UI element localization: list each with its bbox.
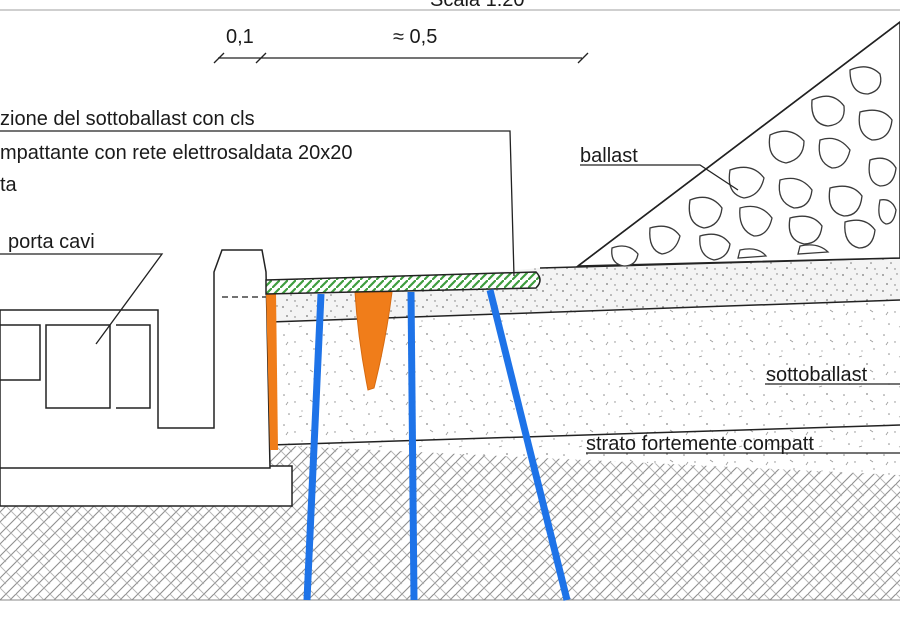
label-treatment-2: mpattante con rete elettrosaldata 20x20 xyxy=(0,142,352,164)
ballast-stones xyxy=(611,66,897,267)
duct-body xyxy=(0,249,271,469)
subballast-upper xyxy=(270,258,900,322)
leader-duct xyxy=(0,253,164,345)
piles xyxy=(303,289,571,601)
label-treatment-1: zione del sottoballast con cls xyxy=(0,108,255,130)
dim-0-1: 0,1 xyxy=(226,26,254,48)
scale-title: Scala 1:20 xyxy=(430,0,525,11)
leaders xyxy=(0,130,900,454)
ballast-slope-edge xyxy=(577,21,900,267)
pile-2 xyxy=(407,291,418,601)
label-ballast: ballast xyxy=(580,145,638,167)
pile-3 xyxy=(486,289,571,601)
resin-injection-bulb xyxy=(354,291,393,391)
label-compacted-layer: strato fortemente compatt xyxy=(586,433,814,455)
pile-1 xyxy=(303,293,325,601)
dim-0-5: ≈ 0,5 xyxy=(393,26,437,48)
label-treatment-3: ta xyxy=(0,174,18,196)
leader-ballast xyxy=(580,164,739,191)
resin-wall-fill xyxy=(266,292,278,450)
sottoballast-layer xyxy=(270,300,900,425)
duct-base-slab xyxy=(0,465,293,507)
leader-mesh xyxy=(0,130,515,277)
cable-duct xyxy=(0,249,293,507)
label-cable-duct: porta cavi xyxy=(8,231,95,253)
label-sottoballast: sottoballast xyxy=(766,364,868,386)
duct-channel xyxy=(45,324,111,409)
concrete-mesh-slab xyxy=(265,271,541,295)
layer-line-2 xyxy=(269,424,900,446)
dimension-lines xyxy=(213,52,589,64)
